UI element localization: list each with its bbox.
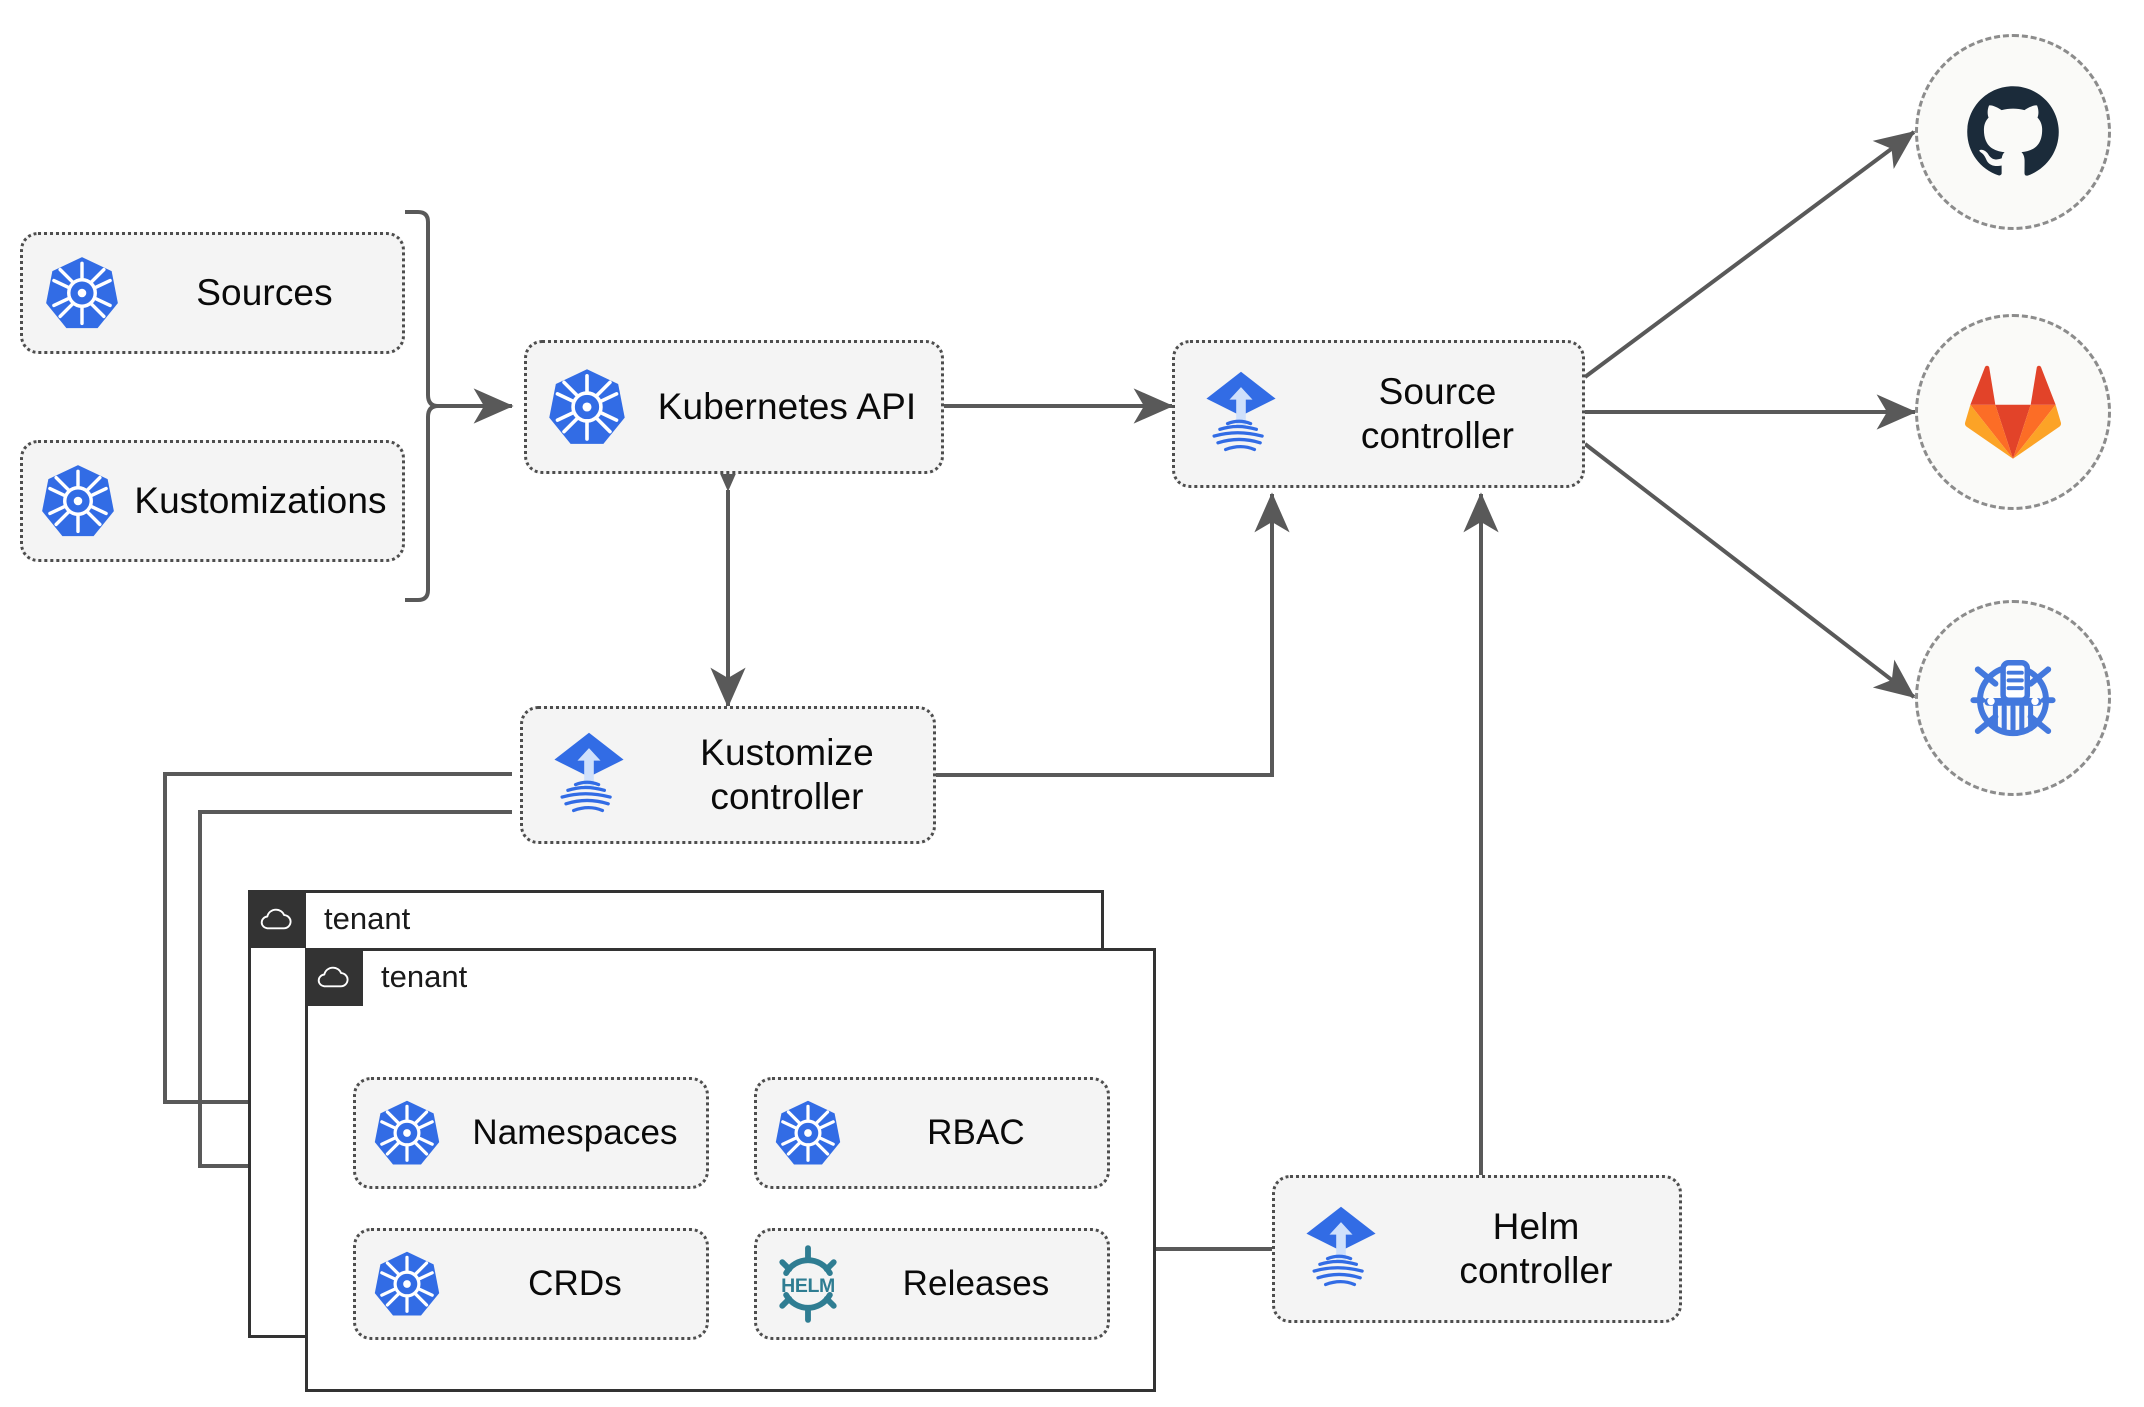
node-releases-label: Releases xyxy=(902,1264,1050,1304)
helm-repo-icon xyxy=(1970,660,2056,737)
node-gitlab[interactable] xyxy=(1915,314,2111,510)
edge-kustomize-to-source-controller xyxy=(936,492,1290,777)
flux-icon xyxy=(523,727,655,823)
kubernetes-icon xyxy=(356,1098,458,1168)
node-helm-controller-label: Helm controller xyxy=(1459,1206,1613,1291)
node-github[interactable] xyxy=(1915,34,2111,230)
kubernetes-icon xyxy=(23,254,141,332)
flux-icon xyxy=(1175,366,1307,462)
node-source-controller[interactable]: Source controller xyxy=(1172,340,1585,488)
node-rbac[interactable]: RBAC xyxy=(754,1077,1110,1189)
svg-text:HELM: HELM xyxy=(781,1275,835,1297)
node-rbac-label: RBAC xyxy=(927,1113,1025,1153)
node-kubernetes-api[interactable]: Kubernetes API xyxy=(524,340,944,474)
edge-source-to-github xyxy=(1583,130,1916,379)
kubernetes-icon xyxy=(356,1249,458,1319)
node-sources-label: Sources xyxy=(196,272,333,314)
node-namespaces[interactable]: Namespaces xyxy=(353,1077,709,1189)
node-crds-label: CRDs xyxy=(528,1264,622,1304)
edge-source-to-helm-repo xyxy=(1583,442,1916,699)
kubernetes-icon xyxy=(527,366,647,448)
node-namespaces-label: Namespaces xyxy=(472,1113,678,1153)
node-kubernetes-api-label: Kubernetes API xyxy=(657,386,917,428)
node-kustomize-controller-label: Kustomize controller xyxy=(700,732,874,817)
node-kustomize-controller[interactable]: Kustomize controller xyxy=(520,706,936,844)
node-releases[interactable]: HELM Releases xyxy=(754,1228,1110,1340)
helm-icon: HELM xyxy=(757,1245,859,1323)
kubernetes-icon xyxy=(23,462,133,540)
group-bracket xyxy=(405,210,439,602)
node-helm-repository[interactable] xyxy=(1915,600,2111,796)
tenant-container-front[interactable]: tenant Namespaces xyxy=(305,948,1156,1392)
node-kustomizations[interactable]: Kustomizations xyxy=(20,440,405,562)
node-source-controller-label: Source controller xyxy=(1360,371,1515,456)
github-icon xyxy=(1967,86,2059,176)
node-kustomizations-label: Kustomizations xyxy=(134,480,387,522)
gitlab-icon xyxy=(1964,365,2062,459)
cloud-icon xyxy=(248,890,306,948)
tenant-label-back: tenant xyxy=(324,901,411,936)
tenant-header: tenant xyxy=(248,890,410,948)
kubernetes-icon xyxy=(757,1098,859,1168)
flux-icon xyxy=(1275,1201,1407,1297)
node-crds[interactable]: CRDs xyxy=(353,1228,709,1340)
node-sources[interactable]: Sources xyxy=(20,232,405,354)
node-helm-controller[interactable]: Helm controller xyxy=(1272,1175,1682,1323)
